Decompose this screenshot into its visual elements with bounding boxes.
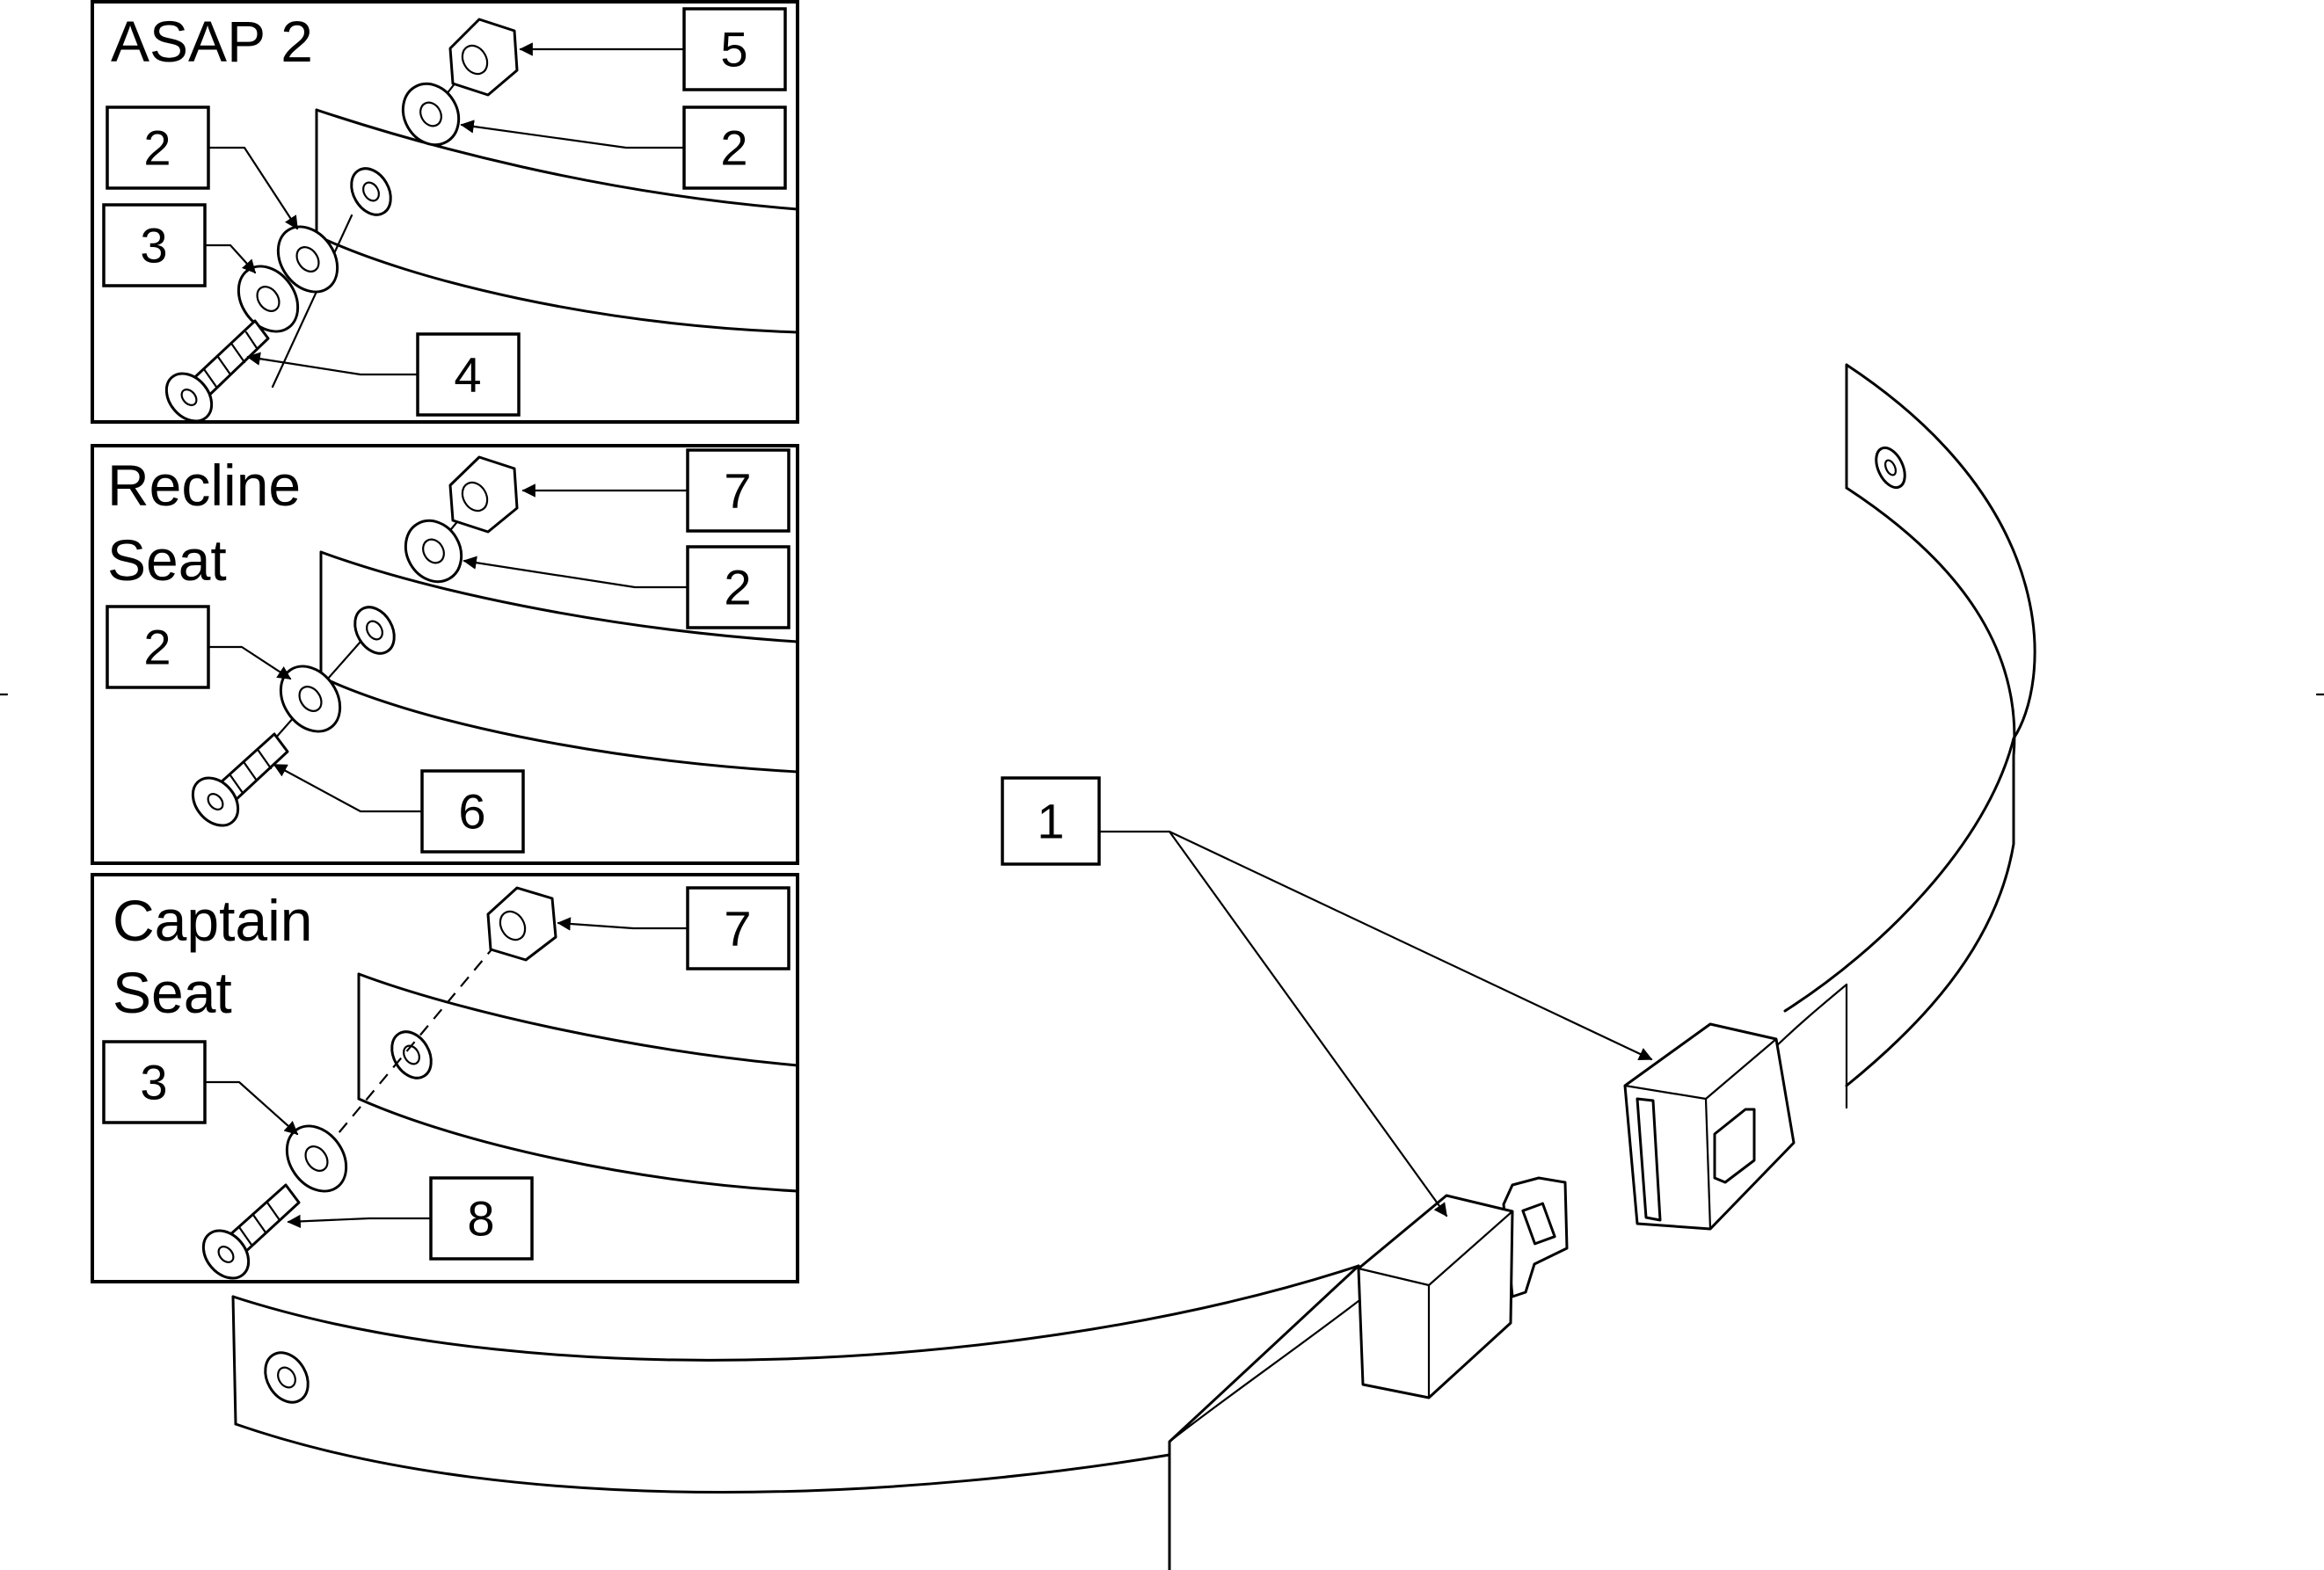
washer-icon	[404, 519, 463, 584]
asap2-panel: ASAP 2	[91, 0, 799, 424]
svg-text:8: 8	[467, 1191, 494, 1247]
recline-seat-title-line2: Seat	[107, 527, 227, 592]
bolt-icon	[201, 1183, 301, 1280]
asap2-panel-frame	[91, 0, 799, 424]
seat-belt-buckle-icon	[1623, 1022, 1796, 1231]
callout-2-right: 2	[682, 105, 787, 190]
strap-icon	[357, 972, 799, 1193]
callout-2-right: 2	[686, 545, 790, 629]
recline-seat-panel-frame	[91, 444, 799, 865]
seat-belt-assembly: 1	[231, 363, 2036, 1570]
seat-belt-latch-icon	[1357, 1176, 1569, 1399]
svg-text:2: 2	[143, 620, 171, 675]
svg-text:2: 2	[724, 560, 751, 615]
washer-icon	[279, 665, 342, 733]
svg-text:7: 7	[724, 463, 751, 519]
callout-5: 5	[682, 7, 787, 91]
captain-seat-panel-frame	[91, 873, 799, 1283]
recline-seat-title-line1: Recline	[107, 453, 301, 518]
captain-seat-title-line2: Seat	[113, 960, 232, 1025]
strap-icon	[231, 1264, 1360, 1570]
washer-icon	[401, 82, 461, 147]
bolt-icon	[191, 732, 289, 827]
svg-text:2: 2	[720, 120, 747, 176]
bolt-icon	[164, 319, 270, 423]
callout-3: 3	[102, 203, 207, 287]
callout-2-left: 2	[106, 105, 210, 190]
callout-7: 7	[686, 448, 790, 533]
asap2-panel-title: ASAP 2	[111, 9, 313, 74]
washer-icon	[276, 225, 339, 294]
strap-icon	[1766, 363, 2036, 1109]
callout-7: 7	[686, 886, 790, 970]
svg-text:3: 3	[140, 218, 167, 273]
strap-icon	[315, 108, 799, 334]
callout-4: 4	[416, 332, 521, 417]
hex-nut-icon	[448, 18, 519, 97]
strap-icon	[319, 550, 799, 774]
captain-seat-panel: Captain Seat 7	[91, 873, 799, 1283]
svg-text:4: 4	[454, 347, 481, 403]
captain-seat-title-line1: Captain	[113, 888, 313, 953]
callout-2-left: 2	[106, 605, 210, 689]
callout-1: 1	[1001, 776, 1101, 866]
recline-seat-panel: Recline Seat	[91, 444, 799, 865]
svg-text:2: 2	[143, 120, 171, 176]
svg-text:1: 1	[1037, 794, 1064, 849]
hex-nut-icon	[486, 886, 557, 962]
callout-8: 8	[429, 1176, 534, 1261]
svg-text:3: 3	[140, 1055, 167, 1110]
callout-3: 3	[102, 1040, 207, 1124]
svg-text:5: 5	[720, 22, 747, 77]
svg-text:7: 7	[724, 901, 751, 956]
hex-nut-icon	[448, 455, 519, 534]
callout-6: 6	[420, 769, 525, 854]
svg-text:6: 6	[458, 784, 485, 840]
